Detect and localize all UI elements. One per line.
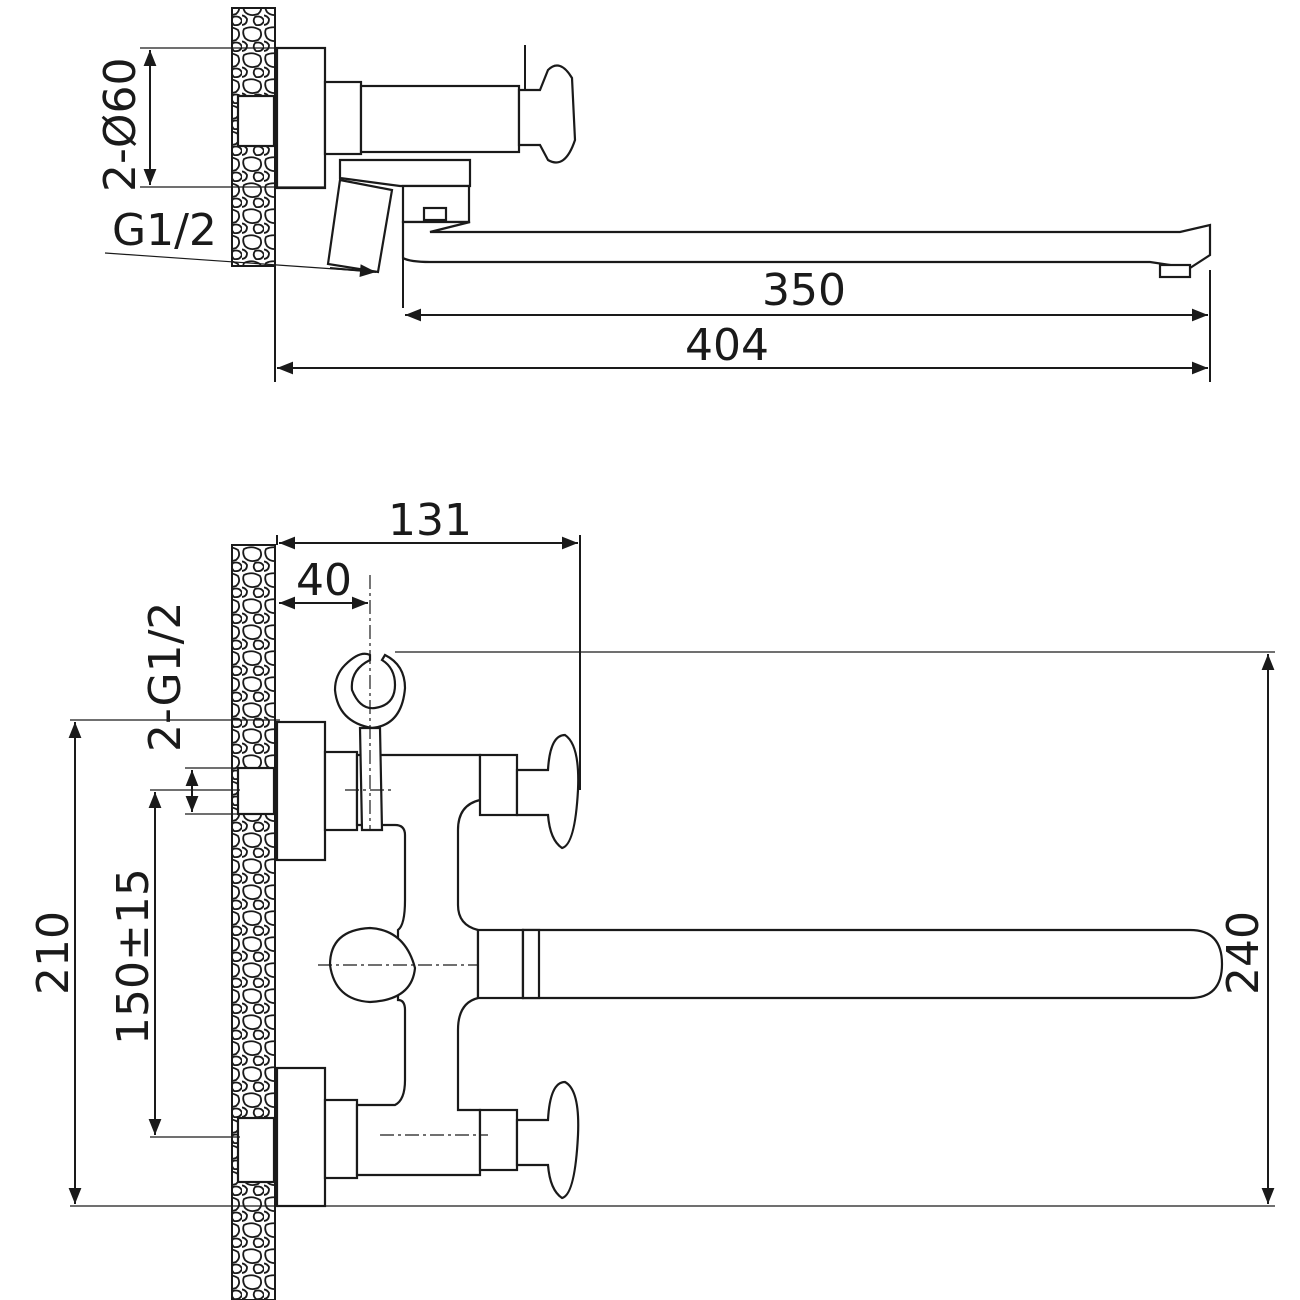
lower-flange xyxy=(275,1066,327,1208)
dimension-line xyxy=(329,264,377,277)
collar-slot xyxy=(422,206,448,222)
spout-base xyxy=(476,928,525,1000)
handle xyxy=(517,64,577,164)
upper-handle xyxy=(515,733,580,850)
dim-total-height-lower: 210 xyxy=(28,911,79,995)
dim-inlet-thread: 2-G1/2 xyxy=(140,602,191,752)
aerator xyxy=(1158,263,1192,279)
upper-inlet xyxy=(236,766,276,816)
spout-collar xyxy=(521,928,541,1000)
shower-holder xyxy=(333,652,407,730)
body-underside xyxy=(338,158,472,188)
upper-valve xyxy=(478,753,519,817)
dim-thread: G1/2 xyxy=(112,205,217,256)
shower-outlet xyxy=(326,178,394,274)
flange xyxy=(275,46,327,190)
spout xyxy=(401,220,1212,270)
dim-total-height: 240 xyxy=(1218,911,1269,995)
dim-spout-length: 350 xyxy=(762,265,846,316)
lower-connector xyxy=(323,1098,359,1180)
lower-valve xyxy=(478,1108,519,1172)
top-view: 2-Ø60 G1/2 350 404 xyxy=(95,7,1212,382)
front-view: 131 40 2-G1/2 210 150±15 240 xyxy=(28,495,1275,1300)
spout xyxy=(521,928,1224,1000)
dim-handle-reach: 131 xyxy=(388,495,472,546)
dim-total-length: 404 xyxy=(685,320,769,371)
upper-connector xyxy=(323,750,359,832)
lower-inlet xyxy=(236,1116,276,1184)
dim-flange-diameter: 2-Ø60 xyxy=(95,58,146,193)
wall-section xyxy=(231,544,276,1300)
connector xyxy=(323,80,363,156)
lower-handle xyxy=(515,1080,580,1200)
upper-flange xyxy=(275,720,327,862)
holder-arm xyxy=(358,726,384,832)
valve-body xyxy=(359,84,521,154)
inlet-pipe xyxy=(236,94,276,148)
dim-holder-offset: 40 xyxy=(296,555,352,606)
dim-center-distance: 150±15 xyxy=(108,868,159,1045)
